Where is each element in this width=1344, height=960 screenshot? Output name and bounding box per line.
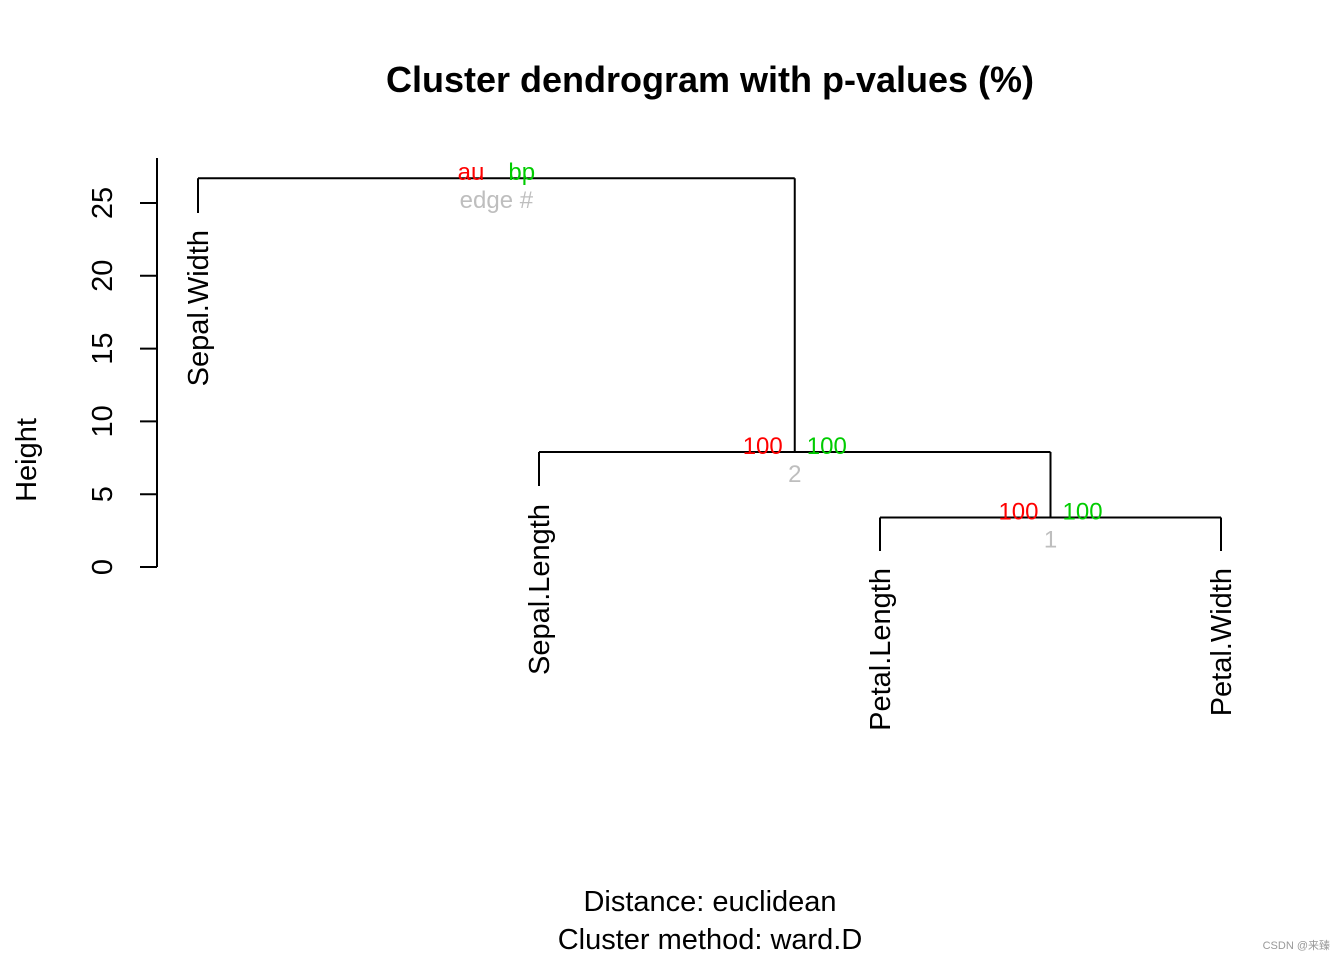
- leaf-label: Sepal.Length: [524, 504, 556, 675]
- y-tick-label: 0: [87, 559, 119, 575]
- x-axis-label-distance: Distance: euclidean: [583, 886, 836, 918]
- edge-number: 2: [788, 461, 801, 488]
- bp-value: bp: [508, 159, 535, 186]
- y-tick-label: 15: [87, 332, 119, 364]
- leaf-label: Sepal.Width: [183, 230, 215, 386]
- au-value: 100: [743, 433, 783, 460]
- edge-number: edge #: [460, 187, 534, 214]
- watermark: CSDN @来臻: [1263, 938, 1330, 952]
- y-tick-label: 5: [87, 486, 119, 502]
- y-tick-label: 20: [87, 260, 119, 292]
- y-tick-label: 10: [87, 405, 119, 437]
- leaf-label: Petal.Length: [865, 568, 897, 731]
- y-axis-label: Height: [11, 418, 43, 502]
- y-axis: 0 5 10 15 20 25: [87, 158, 158, 575]
- dendrogram-tree: [197, 177, 1222, 551]
- leaf-label: Petal.Width: [1206, 568, 1238, 716]
- y-tick-label: 25: [87, 187, 119, 219]
- x-axis-label-method: Cluster method: ward.D: [558, 924, 863, 956]
- bp-value: 100: [807, 433, 847, 460]
- edge-number: 1: [1044, 526, 1057, 553]
- au-value: 100: [998, 498, 1038, 525]
- bp-value: 100: [1063, 498, 1103, 525]
- au-value: au: [458, 159, 485, 186]
- chart-title: Cluster dendrogram with p-values (%): [386, 59, 1034, 100]
